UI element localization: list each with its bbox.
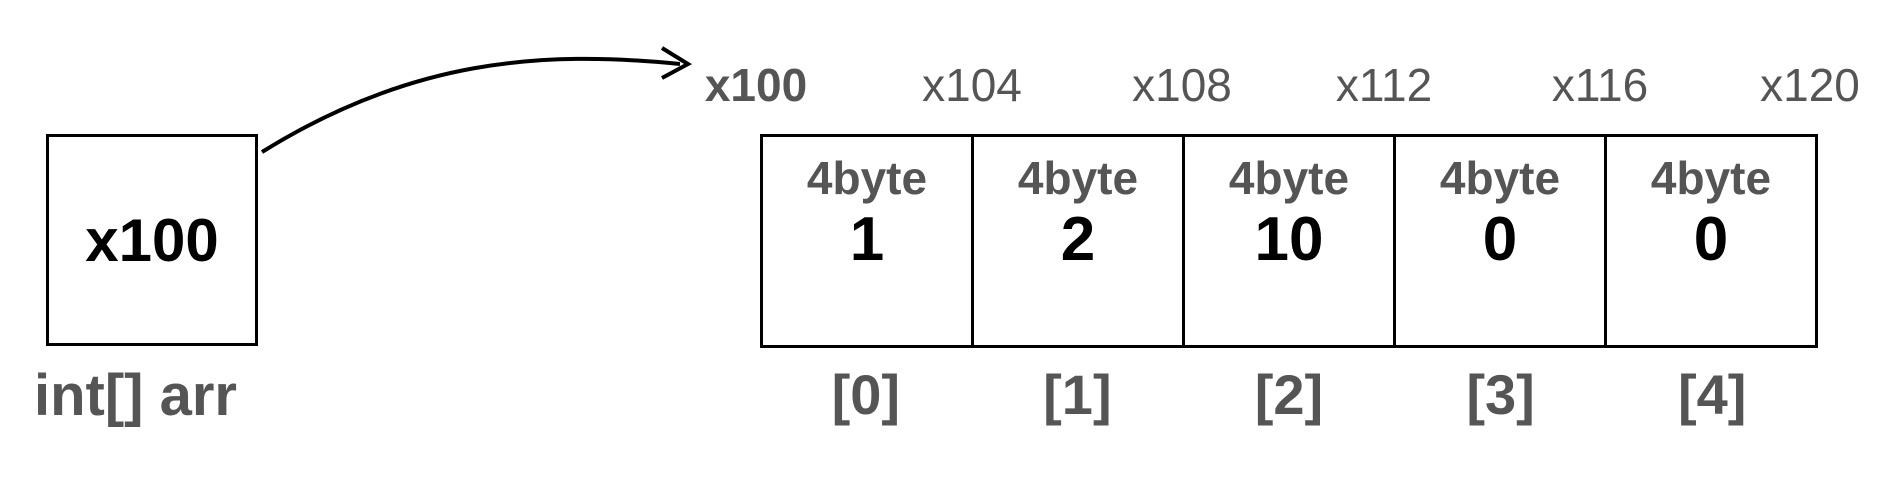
cell-value: 10 <box>1254 205 1324 274</box>
reference-variable-box: x100 <box>46 134 258 346</box>
address-label-start: x100 <box>704 59 808 111</box>
array-cell: 4byte 1 <box>763 137 974 345</box>
array-index: [4] <box>1677 363 1747 426</box>
array-memory-block: 4byte 1 4byte 2 4byte 10 4byte 0 4byte 0 <box>760 134 1818 348</box>
address-label: x108 <box>1132 59 1232 111</box>
cell-size: 4byte <box>1439 152 1561 204</box>
array-cell: 4byte 0 <box>1396 137 1607 345</box>
cell-value: 0 <box>1693 205 1729 274</box>
array-cell: 4byte 2 <box>974 137 1185 345</box>
address-label: x104 <box>922 59 1022 111</box>
array-indices: [0] [1] [2] [3] [4] <box>760 362 1818 427</box>
cell-size: 4byte <box>1228 152 1350 204</box>
array-index: [0] <box>831 363 901 426</box>
address-label: x120 <box>1760 59 1860 111</box>
address-label: x116 <box>1551 59 1649 111</box>
cell-size: 4byte <box>1650 152 1772 204</box>
address-label: x112 <box>1335 59 1433 111</box>
cell-value: 2 <box>1060 205 1096 274</box>
cell-size: 4byte <box>1017 152 1139 204</box>
array-index: [3] <box>1466 363 1535 426</box>
array-cell: 4byte 10 <box>1185 137 1396 345</box>
cell-value: 1 <box>849 205 885 274</box>
cell-value: 0 <box>1482 205 1518 274</box>
reference-variable-label: int[] arr <box>34 363 237 428</box>
cell-size: 4byte <box>806 152 928 204</box>
array-cell: 4byte 0 <box>1607 137 1815 345</box>
array-index: [2] <box>1254 363 1324 426</box>
array-index: [1] <box>1043 363 1112 426</box>
